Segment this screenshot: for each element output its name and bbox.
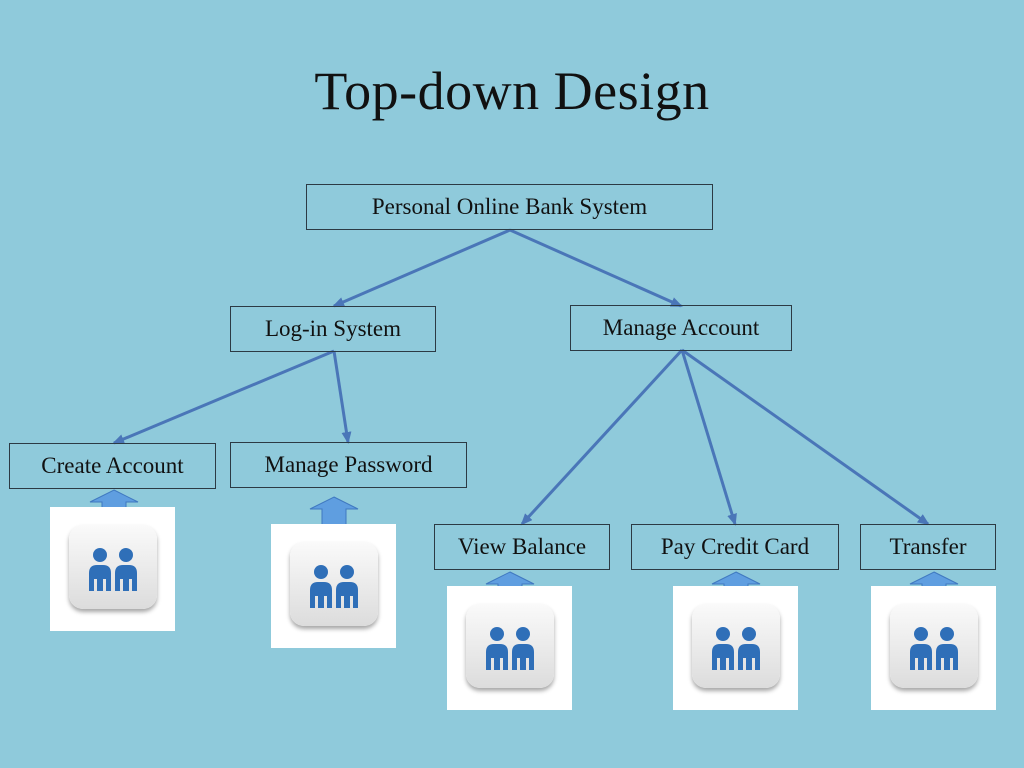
user-tile-pay-credit-card <box>673 586 798 710</box>
users-icon <box>692 604 780 688</box>
users-icon <box>69 525 157 609</box>
edge-manage-account-transfer <box>681 348 930 526</box>
node-view-balance: View Balance <box>434 524 610 570</box>
users-icon <box>466 604 554 688</box>
edge-manage-account-pay-credit-card <box>680 349 737 526</box>
user-tile-view-balance <box>447 586 572 710</box>
edge-manage-account-view-balance <box>520 348 684 526</box>
users-icon <box>290 542 378 626</box>
node-pay-credit-card: Pay Credit Card <box>631 524 839 570</box>
slide-title: Top-down Design <box>314 61 710 121</box>
node-create-account: Create Account <box>9 443 216 489</box>
node-manage-account: Manage Account <box>570 305 792 351</box>
users-icon <box>890 604 978 688</box>
user-tile-transfer <box>871 586 996 710</box>
node-manage-password: Manage Password <box>230 442 467 488</box>
user-tile-create-account <box>50 507 175 631</box>
node-log-in-system: Log-in System <box>230 306 436 352</box>
edge-root-login <box>332 228 511 308</box>
edge-root-manage-account <box>509 228 683 308</box>
node-personal-online-bank-system: Personal Online Bank System <box>306 184 713 230</box>
edge-login-manage-password <box>332 350 352 444</box>
edge-login-create-account <box>112 349 335 445</box>
user-tile-manage-password <box>271 524 396 648</box>
node-transfer: Transfer <box>860 524 996 570</box>
up-arrow-icon <box>309 496 359 526</box>
